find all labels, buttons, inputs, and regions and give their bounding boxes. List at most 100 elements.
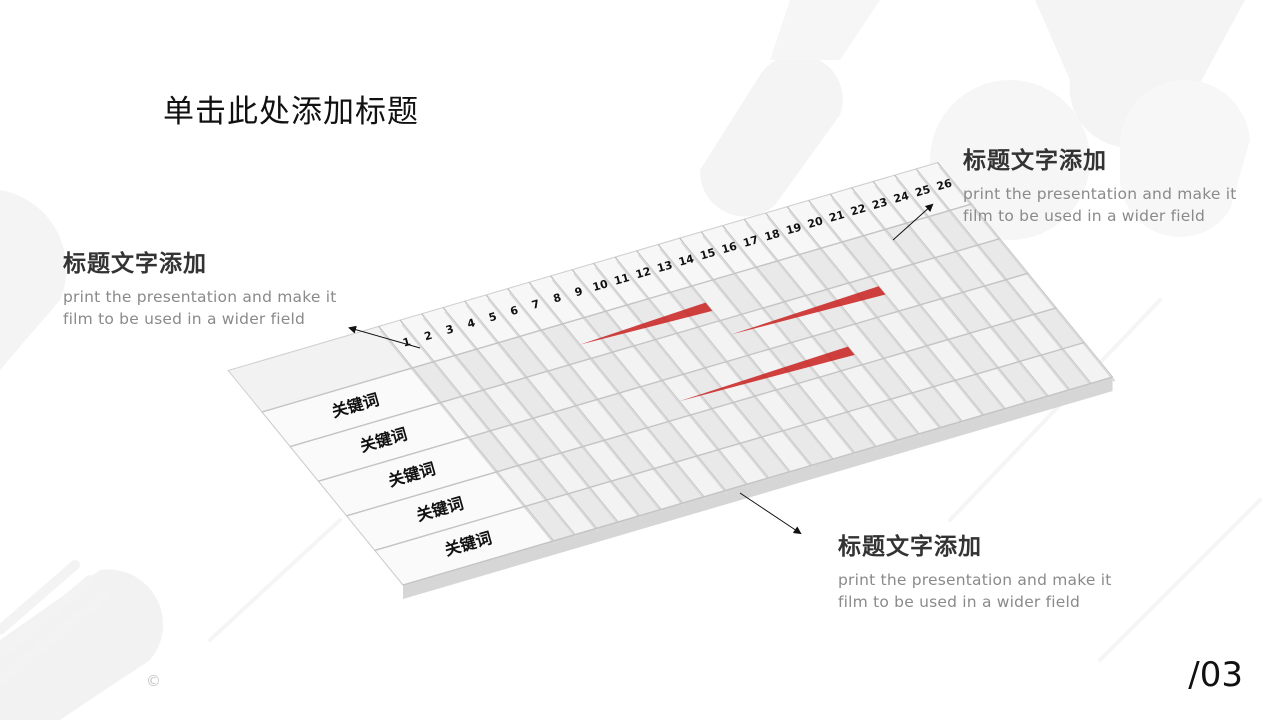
grid-cell — [984, 279, 1035, 321]
grid-cell — [690, 408, 741, 450]
grid-cell — [576, 399, 627, 441]
grid-cell — [941, 292, 992, 334]
grid-cell — [563, 317, 613, 359]
grid-cell — [791, 336, 842, 378]
grid-cell — [497, 465, 547, 507]
grid-cell — [526, 371, 577, 412]
column-number: 3 — [444, 322, 455, 337]
callout-body: print the presentation and make it film … — [63, 288, 337, 328]
grid-cell — [976, 367, 1027, 409]
grid-cell — [804, 418, 855, 459]
callout-heading: 标题文字添加 — [963, 148, 1107, 174]
grid-cell — [841, 364, 891, 406]
column-number: 14 — [677, 252, 696, 269]
callout-left[interactable]: 标题文字添加 print the presentation and make i… — [63, 244, 363, 330]
grid-cell — [927, 339, 977, 381]
grid-cell — [440, 396, 491, 438]
slab-front — [403, 377, 1113, 599]
column-number: 24 — [892, 189, 911, 206]
grid-cell — [606, 304, 656, 346]
page-number: /03 — [1188, 655, 1243, 695]
grid-cell — [511, 418, 562, 460]
grid-cell — [520, 330, 570, 371]
column-number: 16 — [720, 239, 739, 256]
grid-cell — [698, 320, 749, 362]
grid-cell — [892, 263, 942, 305]
grid-cell — [963, 285, 1014, 327]
grid-cell — [756, 260, 807, 302]
grid-cell — [763, 301, 813, 343]
grid-cell — [778, 254, 828, 296]
row-wall — [318, 272, 1029, 482]
grid-cell — [669, 415, 719, 456]
column-number: 20 — [806, 214, 825, 231]
grid-cell — [540, 452, 590, 494]
grid-cell — [434, 355, 484, 397]
grid-cell — [748, 348, 799, 390]
column-number: 11 — [613, 271, 631, 288]
grid-cell — [477, 342, 527, 384]
grid-cell — [548, 364, 598, 406]
callout-bottom[interactable]: 标题文字添加 print the presentation and make i… — [838, 527, 1138, 613]
column-number: 9 — [573, 285, 584, 300]
grid-cell — [525, 500, 575, 541]
grid-cell — [869, 399, 919, 441]
grid-cell — [1019, 355, 1070, 396]
column-number: 25 — [914, 183, 932, 200]
grid-cell — [740, 437, 790, 478]
grid-cell — [412, 361, 463, 403]
grid-cell — [806, 289, 856, 330]
grid-cell — [554, 405, 605, 447]
grid-cell — [611, 474, 661, 516]
grid-cell — [483, 383, 534, 425]
grid-shapes — [227, 162, 1116, 599]
column-number: 8 — [552, 291, 563, 306]
grid-cell — [998, 361, 1048, 403]
grid-cell — [589, 481, 640, 522]
column-number: 15 — [699, 246, 717, 263]
grid-cell — [955, 374, 1005, 415]
grid-cell — [692, 279, 742, 321]
grid-cell — [735, 267, 785, 308]
callout-right[interactable]: 标题文字添加 print the presentation and make i… — [963, 141, 1263, 227]
slide-title[interactable]: 单击此处添加标题 — [163, 94, 419, 130]
grid-cell — [862, 358, 913, 400]
column-number: 2 — [423, 329, 434, 344]
grid-cell — [741, 308, 792, 349]
grid-cell — [546, 493, 597, 535]
grid-cell — [632, 468, 683, 510]
accent-bar — [579, 302, 713, 345]
grid-cell — [462, 389, 512, 431]
grid-cell — [798, 377, 848, 419]
grid-cell — [583, 440, 633, 482]
callout-body: print the presentation and make it film … — [838, 571, 1112, 611]
grid-cell — [819, 370, 870, 412]
callout-body: print the presentation and make it film … — [963, 185, 1237, 225]
column-number: 19 — [785, 221, 803, 238]
grid-cell — [970, 326, 1020, 368]
callout-heading: 标题文字添加 — [63, 251, 207, 277]
grid-cell — [726, 355, 777, 397]
grid-cell — [718, 443, 769, 485]
row-wall — [374, 341, 1085, 552]
grid-cell — [991, 320, 1042, 362]
column-number: 26 — [935, 176, 954, 193]
column-number: 6 — [509, 303, 520, 318]
grid-cell — [864, 229, 914, 271]
grid-cell — [784, 295, 835, 337]
grid-cell — [799, 248, 850, 290]
grid-cell — [490, 424, 541, 466]
grid-cell — [1062, 342, 1113, 384]
grid-cell — [933, 380, 984, 422]
grid-cell — [890, 392, 941, 434]
column-number: 13 — [656, 258, 674, 275]
column-number: 5 — [487, 310, 498, 325]
grid-cell — [619, 386, 670, 428]
grid-cell — [827, 282, 878, 324]
grid-cell — [898, 304, 949, 346]
accent-bar — [731, 286, 886, 335]
grid-cell — [712, 402, 762, 444]
grid-cell — [769, 342, 820, 384]
